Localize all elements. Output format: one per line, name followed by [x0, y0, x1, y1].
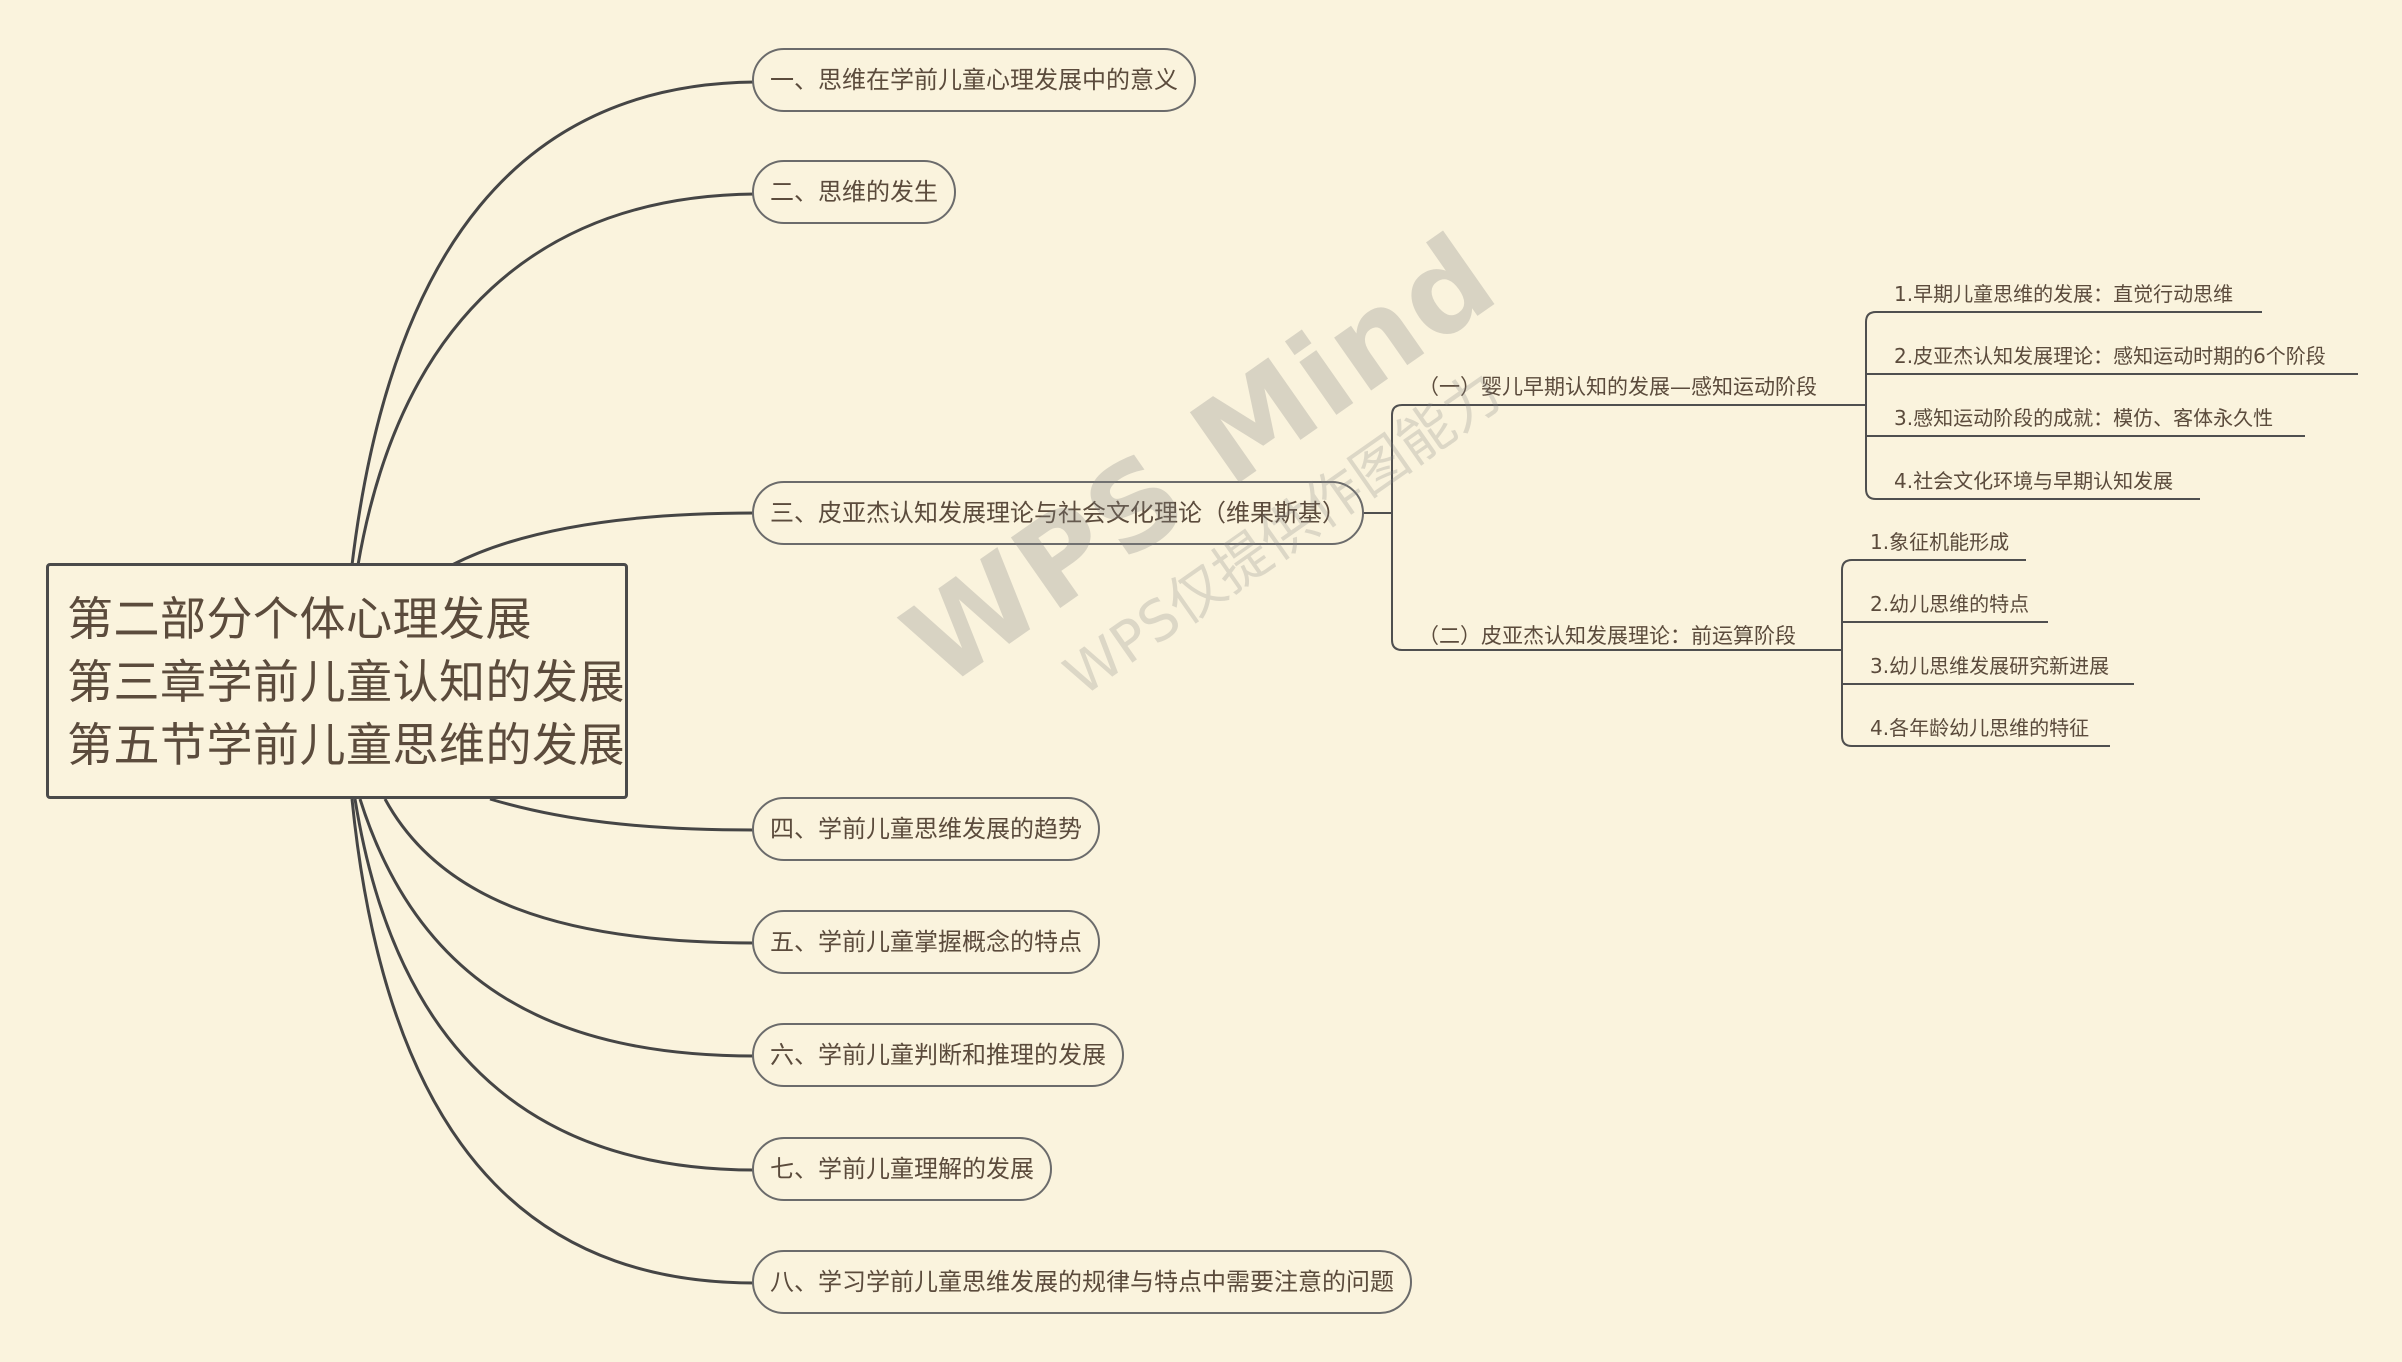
- connector-branch-3: [451, 511, 756, 567]
- root-line-2: 第三章学前儿童认知的发展: [67, 655, 625, 709]
- branch-topic-3[interactable]: 三、皮亚杰认知发展理论与社会文化理论（维果斯基）: [752, 481, 1364, 545]
- connector-branch-2: [356, 192, 756, 566]
- branch-topic-5[interactable]: 五、学前儿童掌握概念的特点: [752, 910, 1100, 974]
- connector-leaf-1-4: [1865, 405, 2200, 500]
- connector-leaf-2-1: [1841, 559, 2026, 650]
- leaf-topic-1-3[interactable]: 3.感知运动阶段的成就：模仿、客体永久性: [1894, 406, 2274, 430]
- branch-topic-6[interactable]: 六、学前儿童判断和推理的发展: [752, 1023, 1124, 1087]
- branch-topic-7[interactable]: 七、学前儿童理解的发展: [752, 1137, 1052, 1201]
- leaf-topic-2-4[interactable]: 4.各年龄幼儿思维的特征: [1870, 716, 2090, 740]
- connector-branch-5: [383, 798, 756, 945]
- connector-branch-4: [489, 797, 756, 832]
- leaf-topic-2-3[interactable]: 3.幼儿思维发展研究新进展: [1870, 654, 2110, 678]
- connector-leaf-1-2: [1865, 373, 2358, 405]
- leaf-topic-1-2[interactable]: 2.皮亚杰认知发展理论：感知运动时期的6个阶段: [1894, 344, 2326, 368]
- connector-branch-6: [358, 798, 756, 1058]
- connector-branch-1: [350, 80, 756, 566]
- branch-topic-1[interactable]: 一、思维在学前儿童心理发展中的意义: [752, 48, 1196, 112]
- branch-topic-8[interactable]: 八、学习学前儿童思维发展的规律与特点中需要注意的问题: [752, 1250, 1412, 1314]
- branch-topic-2[interactable]: 二、思维的发生: [752, 160, 956, 224]
- leaf-topic-2-2[interactable]: 2.幼儿思维的特点: [1870, 592, 2030, 616]
- leaf-topic-1-1[interactable]: 1.早期儿童思维的发展：直觉行动思维: [1894, 282, 2234, 306]
- leaf-topic-2-1[interactable]: 1.象征机能形成: [1870, 530, 2010, 554]
- connector-branch-7: [353, 798, 756, 1172]
- connector-leaf-2-2: [1841, 621, 2048, 650]
- connector-leaf-1-1: [1865, 311, 2262, 405]
- root-topic[interactable]: 第二部分个体心理发展 第三章学前儿童认知的发展 第五节学前儿童思维的发展: [46, 563, 628, 799]
- sub-topic-1[interactable]: （一）婴儿早期认知的发展—感知运动阶段: [1418, 375, 1817, 399]
- connector-sub-1: [1391, 404, 1866, 513]
- connector-leaf-2-4: [1841, 650, 2110, 747]
- root-line-3: 第五节学前儿童思维的发展: [67, 718, 625, 772]
- leaf-topic-1-4[interactable]: 4.社会文化环境与早期认知发展: [1894, 469, 2174, 493]
- connector-branch-8: [350, 798, 756, 1285]
- root-line-1: 第二部分个体心理发展: [67, 592, 532, 646]
- sub-topic-2[interactable]: （二）皮亚杰认知发展理论：前运算阶段: [1418, 624, 1796, 648]
- branch-topic-4[interactable]: 四、学前儿童思维发展的趋势: [752, 797, 1100, 861]
- connector-sub-2: [1391, 513, 1842, 651]
